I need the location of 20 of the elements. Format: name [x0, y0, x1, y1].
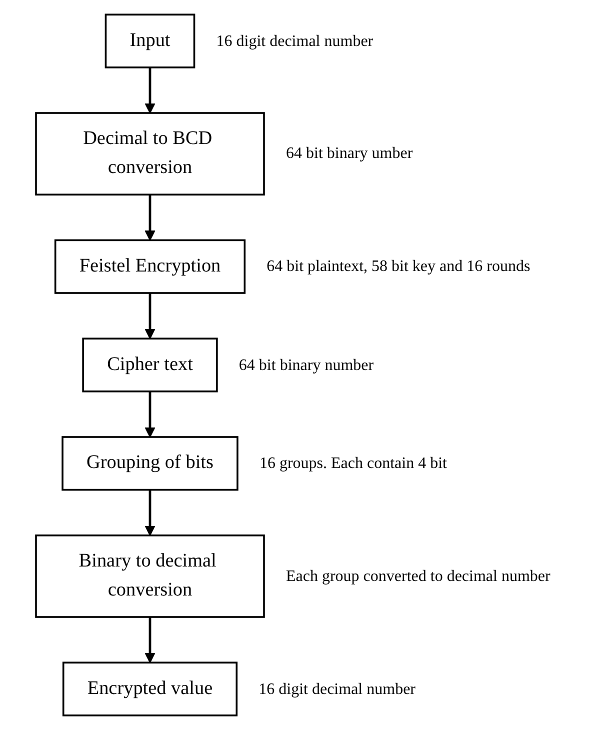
- node-box: [104, 14, 196, 68]
- node-box: [54, 239, 246, 294]
- node-caption: 64 bit binary number: [238, 356, 375, 374]
- arrow: [144, 617, 156, 664]
- node-box: [82, 338, 218, 392]
- node-box: [35, 112, 265, 196]
- arrow: [144, 293, 156, 340]
- node-box: [62, 436, 238, 491]
- node-caption: 16 groups. Each contain 4 bit: [259, 454, 448, 473]
- node-caption: Each group converted to decimal number: [286, 566, 552, 586]
- arrow: [144, 194, 156, 241]
- node-box: [62, 662, 238, 716]
- arrow: [144, 67, 156, 114]
- node-caption: 64 bit plaintext, 58 bit key and 16 rounds: [266, 257, 532, 276]
- arrow: [144, 490, 156, 536]
- node-caption: 64 bit binary umber: [286, 144, 414, 164]
- node-caption: 16 digit decimal number: [216, 32, 374, 50]
- arrow: [144, 391, 156, 438]
- node-box: [35, 534, 265, 618]
- node-caption: 16 digit decimal number: [258, 680, 416, 698]
